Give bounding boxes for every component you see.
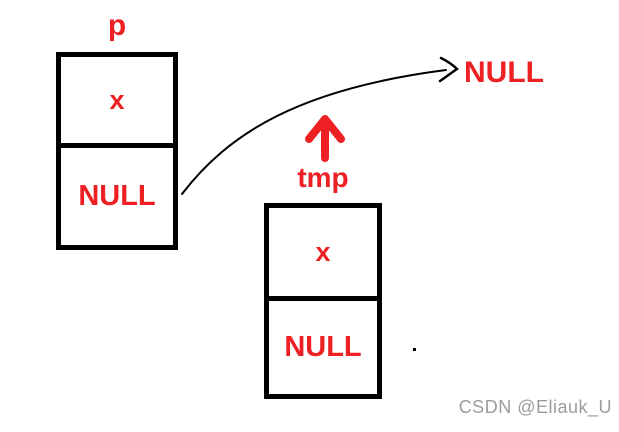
null-target-text: NULL (464, 56, 544, 89)
tmp-node-value-cell: x (269, 208, 377, 301)
tmp-node-next-cell: NULL (269, 301, 377, 394)
stray-dot (413, 348, 416, 351)
tmp-node-label: tmp (297, 162, 349, 193)
p-node-next-cell: NULL (61, 148, 173, 245)
tmp-node-box: x NULL (264, 203, 382, 399)
p-node-value-cell: x (61, 57, 173, 148)
watermark-text: CSDN @Eliauk_U (458, 397, 612, 417)
p-node-label: p (107, 9, 127, 42)
p-node-next: NULL (78, 180, 156, 212)
curved-pointer-arrowhead-icon (438, 56, 459, 83)
p-node-box: x NULL (56, 52, 178, 250)
tmp-node-next: NULL (284, 331, 362, 363)
tmp-up-arrow-icon (305, 115, 345, 143)
tmp-node-value: x (315, 236, 331, 267)
p-node-value: x (109, 84, 125, 115)
